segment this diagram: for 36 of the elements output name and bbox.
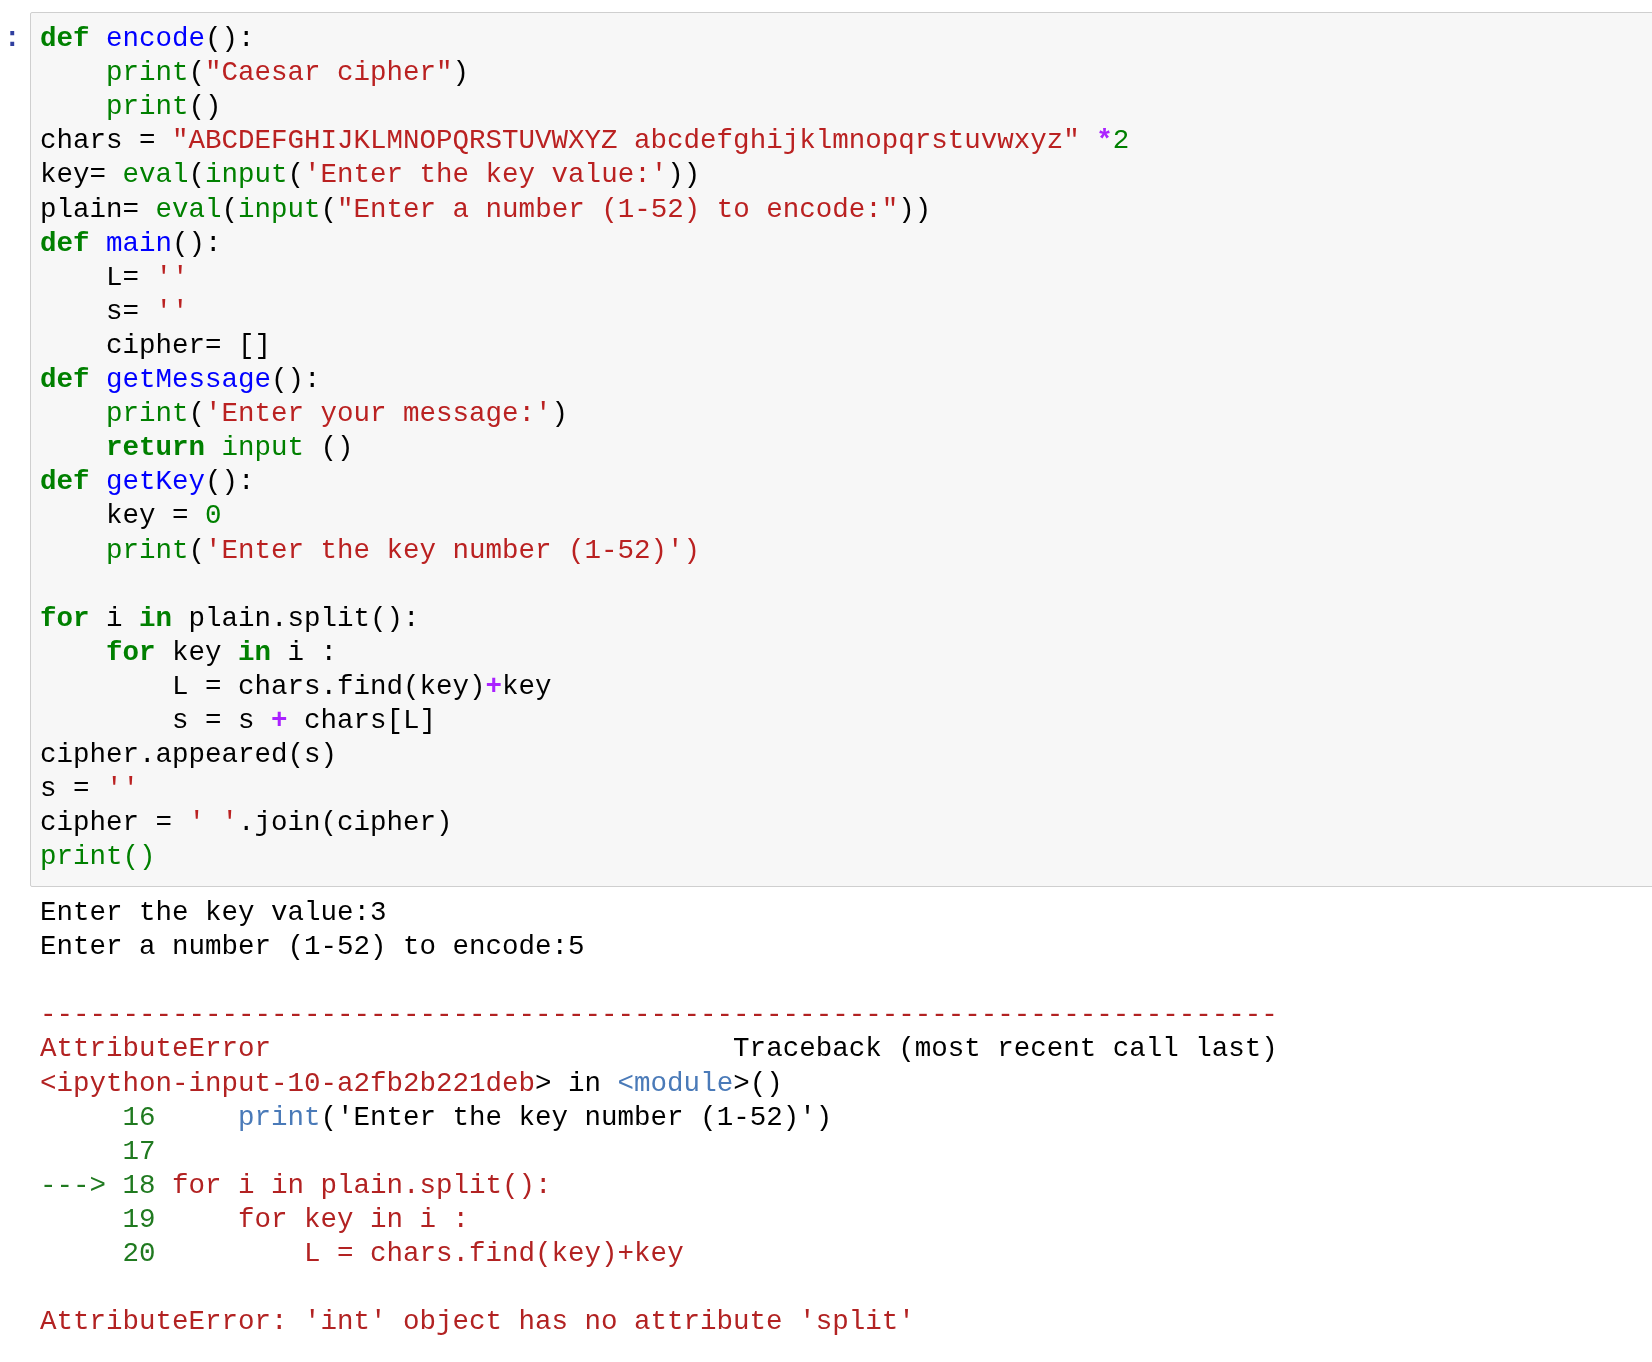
output-line: ---------------------------------------------------------------------------	[40, 998, 1278, 1033]
code-line: for key in i :	[105, 635, 338, 670]
code-line: print('Enter the key number (1-52)')	[105, 533, 701, 568]
output-line: 17	[121, 1134, 156, 1169]
code-line: def encode():	[40, 22, 255, 56]
code-line: def getMessage():	[40, 363, 321, 397]
output-line: ---> 18 for i in plain.split():	[40, 1168, 552, 1203]
code-line: print()	[105, 90, 222, 125]
cell-prompt: :	[4, 22, 21, 56]
code-line: print('Enter your message:')	[105, 397, 569, 432]
code-line: for i in plain.split():	[40, 601, 420, 636]
code-line: def main():	[40, 226, 222, 261]
code-line: plain= eval(input("Enter a number (1-52) to encode:"))	[40, 192, 932, 227]
code-line: print("Caesar cipher")	[105, 56, 470, 91]
code-line: cipher.appeared(s)	[40, 738, 338, 773]
code-line: s= ''	[105, 294, 189, 329]
output-line: AttributeError: 'int' object has no attribute 'split'	[40, 1305, 915, 1340]
code-line: cipher = ' '.join(cipher)	[40, 806, 453, 841]
code-line: cipher= []	[105, 328, 272, 363]
output-line: 20 L = chars.find(key)+key	[121, 1237, 684, 1271]
code-line: s = ''	[40, 772, 140, 807]
output-line: 19 for key in i :	[121, 1202, 470, 1237]
code-line: print()	[40, 840, 156, 875]
code-line: s = s + chars[L]	[171, 704, 437, 738]
output-line: <ipython-input-10-a2fb2b221deb> in <module>()	[40, 1066, 783, 1101]
output-line: Enter the key value:3	[40, 896, 387, 930]
code-line: key= eval(input('Enter the key value:'))	[40, 158, 701, 193]
code-line: chars = "ABCDEFGHIJKLMNOPQRSTUVWXYZ abcdefghijklmnopqrstuvwxyz" *2	[40, 124, 1130, 159]
code-line: L = chars.find(key)+key	[171, 669, 552, 704]
code-line: key = 0	[105, 499, 222, 534]
code-line: def getKey():	[40, 465, 255, 500]
code-line: return input ()	[105, 431, 354, 466]
code-line: L= ''	[105, 260, 189, 295]
output-line: Enter a number (1-52) to encode:5	[40, 930, 585, 965]
output-line: 16 print('Enter the key number (1-52)')	[121, 1100, 833, 1135]
output-line: AttributeError Traceback (most recent call last)	[40, 1032, 1278, 1067]
